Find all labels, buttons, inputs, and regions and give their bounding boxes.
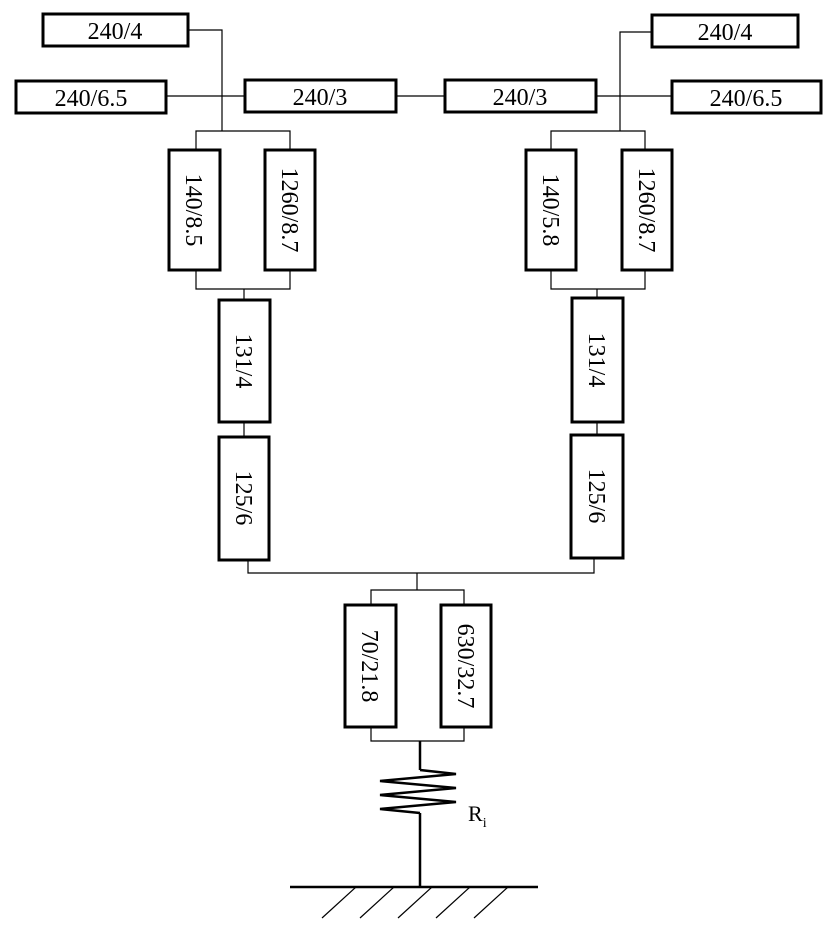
- box-label: 125/6: [230, 471, 256, 526]
- box-left-parallel-b: 1260/8.7: [263, 148, 317, 272]
- box-right-series-2: 125/6: [569, 433, 625, 560]
- box-left-parallel-a: 140/8.5: [167, 148, 222, 272]
- ground-symbol: [290, 885, 538, 919]
- box-top-right-outer: 240/6.5: [670, 79, 823, 115]
- box-left-series-2: 125/6: [217, 435, 271, 562]
- ground-resistor: [379, 741, 457, 887]
- box-label: 140/8.5: [180, 174, 206, 247]
- box-label: 70/21.8: [356, 630, 382, 703]
- resistor-label: Ri: [468, 801, 487, 831]
- box-label: 240/4: [698, 20, 753, 46]
- box-label: 240/3: [493, 85, 548, 111]
- box-label: 240/6.5: [55, 86, 128, 112]
- box-bottom-parallel-a: 70/21.8: [343, 603, 398, 729]
- box-label: 1260/8.7: [633, 168, 659, 253]
- box-label: 131/4: [230, 334, 256, 389]
- box-right-series-1: 131/4: [570, 296, 625, 424]
- box-top-left-outer: 240/6.5: [14, 79, 168, 115]
- box-right-parallel-a: 140/5.8: [524, 148, 578, 272]
- box-left-series-1: 131/4: [217, 298, 272, 424]
- box-label: 131/4: [583, 333, 609, 388]
- box-right-parallel-b: 1260/8.7: [620, 148, 674, 272]
- box-label: 240/3: [293, 85, 348, 111]
- box-label: 240/6.5: [710, 86, 783, 112]
- box-label: 240/4: [88, 19, 143, 45]
- box-label: 125/6: [583, 469, 609, 524]
- box-label: 140/5.8: [537, 174, 563, 247]
- box-top-left-upper: 240/4: [41, 12, 190, 48]
- box-label: 1260/8.7: [276, 168, 302, 253]
- connection-wires: [166, 29, 672, 742]
- box-top-right-upper: 240/4: [650, 13, 800, 49]
- box-label: 630/32.7: [452, 624, 478, 709]
- box-top-left-inner: 240/3: [243, 78, 398, 114]
- box-bottom-parallel-b: 630/32.7: [439, 603, 493, 729]
- box-top-right-inner: 240/3: [443, 78, 598, 114]
